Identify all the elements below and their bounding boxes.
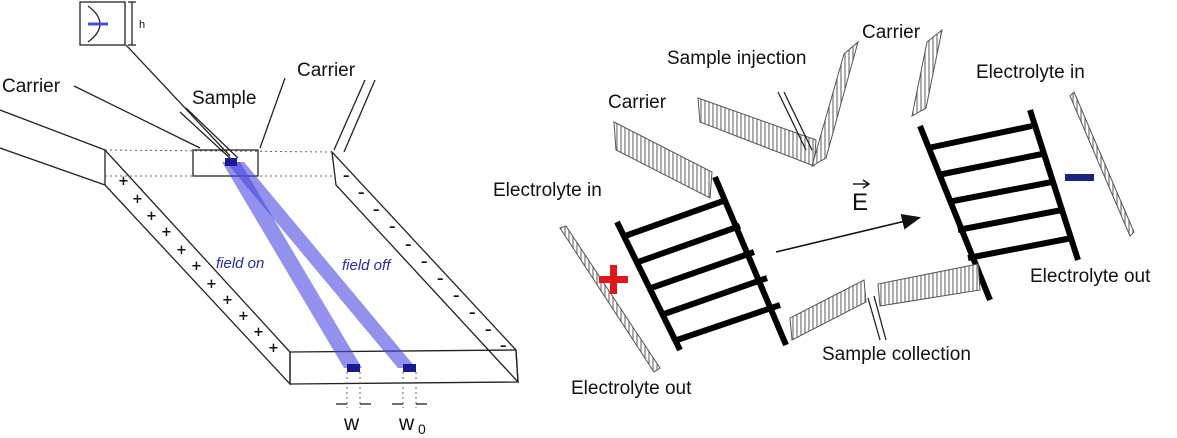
svg-text:–: – — [358, 186, 365, 201]
sample-injection-channel — [697, 97, 817, 167]
label-h: h — [139, 19, 145, 31]
label-electrolyte-out-right: Electrolyte out — [1030, 266, 1151, 287]
label-carrier-left: Carrier — [2, 76, 61, 97]
minus-sign — [1065, 174, 1094, 181]
sample-dot-w — [347, 364, 360, 372]
velocity-profile-inset — [79, 1, 136, 46]
svg-text:+: + — [146, 209, 157, 224]
width-markers — [336, 372, 427, 408]
svg-text:+: + — [206, 277, 217, 292]
label-carrier-top: Carrier — [862, 22, 921, 43]
svg-text:+: + — [268, 341, 279, 356]
separation-chamber — [0, 44, 519, 386]
field-arrow — [775, 213, 922, 253]
label-field-on: field on — [216, 255, 264, 272]
svg-text:+: + — [132, 192, 143, 207]
left-electrode-ladder — [614, 175, 789, 352]
label-w0: w — [398, 412, 415, 435]
svg-text:–: – — [469, 306, 476, 321]
carrier-inlet-top — [811, 40, 859, 168]
label-w0-subscript: 0 — [418, 421, 426, 437]
svg-text:–: – — [405, 238, 412, 253]
label-sample-injection: Sample injection — [667, 48, 806, 69]
left-panel: + + + + + + + + + + + – – – – – – – – – … — [0, 1, 519, 437]
label-carrier-right: Carrier — [297, 60, 356, 81]
right-membrane-minus — [1069, 91, 1135, 237]
label-field-vector: E — [852, 189, 868, 216]
svg-text:–: – — [389, 220, 396, 235]
svg-text:–: – — [343, 169, 350, 184]
label-field-off: field off — [342, 257, 392, 274]
sample-inlet-box — [192, 149, 259, 177]
sample-collection-band-left — [789, 279, 867, 341]
right-wall-minus-signs: – – – – – – – – – – – — [343, 169, 507, 354]
svg-text:+: + — [222, 293, 233, 308]
svg-text:+: + — [118, 174, 129, 189]
carrier-inlet-right-top — [911, 28, 943, 117]
svg-text:+: + — [253, 325, 264, 340]
svg-text:–: – — [373, 203, 380, 218]
label-electrolyte-in-right: Electrolyte in — [976, 62, 1085, 83]
svg-text:–: – — [453, 289, 460, 304]
label-electrolyte-in-left: Electrolyte in — [493, 180, 602, 201]
label-electrolyte-out-left: Electrolyte out — [571, 378, 692, 399]
label-w: w — [343, 412, 360, 435]
label-carrier-right-panel-left: Carrier — [608, 92, 667, 113]
svg-text:+: + — [191, 259, 202, 274]
left-wall-plus-signs: + + + + + + + + + + + — [118, 174, 279, 356]
svg-text:–: – — [500, 339, 507, 354]
field-on-beam — [222, 162, 362, 368]
carrier-inlet-left — [613, 121, 713, 199]
svg-text:+: + — [176, 243, 187, 258]
svg-text:–: – — [421, 255, 428, 270]
svg-text:+: + — [238, 309, 249, 324]
sample-dot-inlet — [225, 158, 237, 166]
sample-collection-band-right — [877, 263, 981, 307]
svg-text:+: + — [161, 225, 172, 240]
sample-dot-w0 — [403, 364, 416, 372]
right-panel: Carrier Carrier Sample injection Electro… — [493, 22, 1151, 399]
left-membrane-plus — [559, 225, 661, 373]
sample-beams — [222, 158, 416, 372]
field-off-beam — [226, 162, 416, 368]
plus-sign — [599, 265, 628, 294]
svg-text:–: – — [485, 323, 492, 338]
label-sample-collection: Sample collection — [822, 344, 971, 365]
label-sample: Sample — [192, 88, 256, 109]
svg-text:–: – — [437, 272, 444, 287]
